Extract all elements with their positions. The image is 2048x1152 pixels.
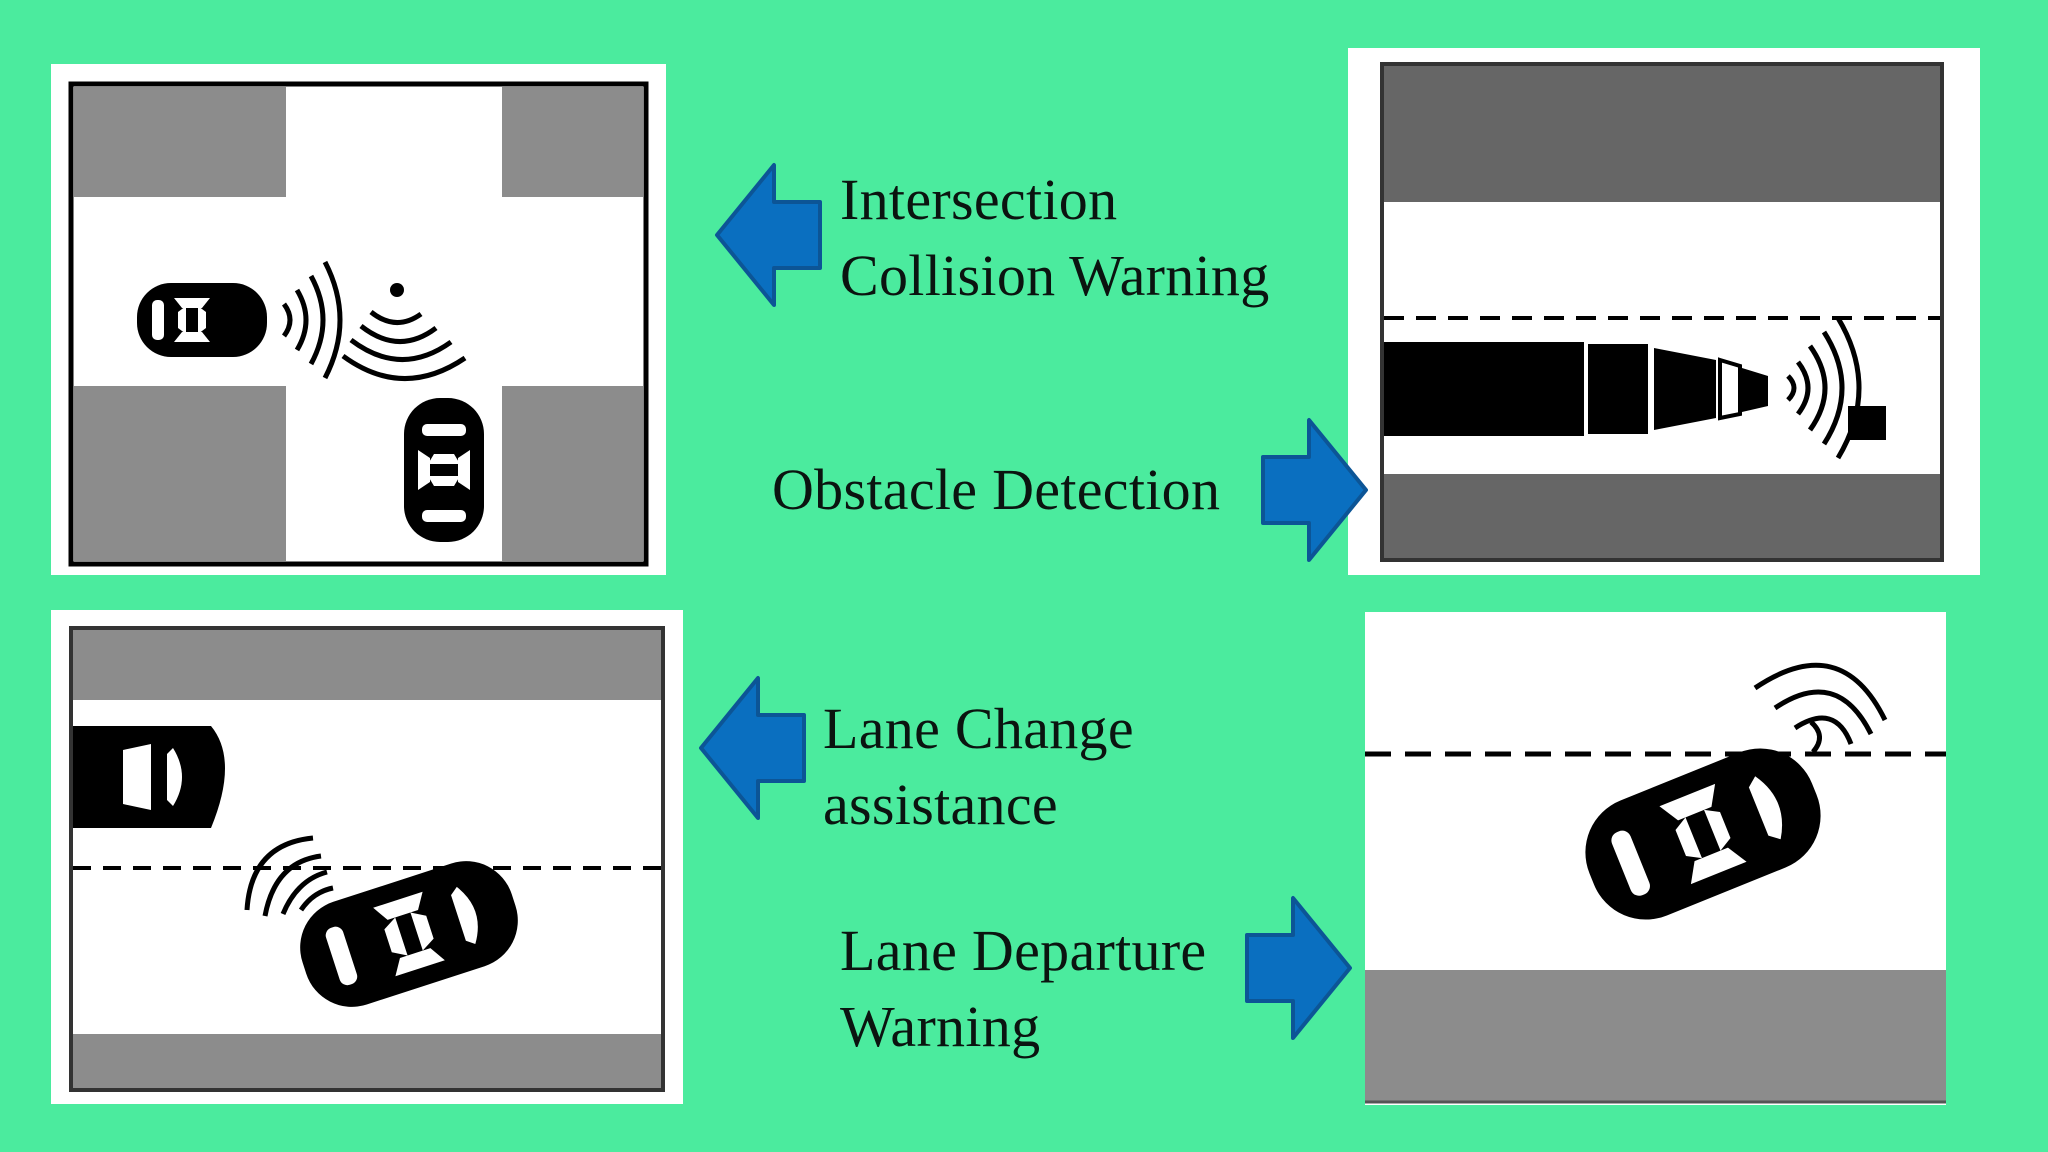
- arrow-right-icon: [1256, 415, 1371, 565]
- obstacle-scene: [1348, 48, 1980, 575]
- arrow-left-icon: [696, 673, 811, 823]
- intersection-label-line2: Collision Warning: [840, 238, 1270, 314]
- road-block: [73, 1034, 661, 1088]
- lane-change-scene: [51, 610, 683, 1104]
- arrow-right-icon: [1240, 893, 1355, 1043]
- intersection-label-line1: Intersection: [840, 162, 1117, 238]
- intersection-collision-panel: [51, 64, 666, 575]
- car-icon: [73, 726, 225, 828]
- arrow-left-icon: [712, 160, 827, 310]
- lane-departure-panel: [1365, 612, 1946, 1105]
- car-icon: [404, 398, 484, 542]
- road-block: [502, 87, 643, 197]
- road-block: [74, 386, 286, 561]
- road-block: [73, 630, 661, 700]
- lane-change-panel: [51, 610, 683, 1104]
- car-icon: [137, 283, 267, 357]
- road-block: [74, 87, 286, 197]
- obstacle-detection-panel: [1348, 48, 1980, 575]
- road-block: [1384, 474, 1940, 558]
- road-block: [1365, 970, 1946, 1103]
- road-block: [502, 386, 643, 561]
- lane-change-label-line2: assistance: [823, 767, 1058, 843]
- intersection-scene: [51, 64, 666, 575]
- obstacle-block: [1848, 406, 1886, 440]
- signal-source-dot: [390, 283, 404, 297]
- obstacle-label: Obstacle Detection: [772, 452, 1220, 528]
- lane-departure-label-line2: Warning: [840, 989, 1040, 1065]
- lane-departure-scene: [1365, 612, 1946, 1105]
- lane-departure-label-line1: Lane Departure: [840, 913, 1206, 989]
- lane-change-label-line1: Lane Change: [823, 691, 1134, 767]
- road-block: [1384, 66, 1940, 202]
